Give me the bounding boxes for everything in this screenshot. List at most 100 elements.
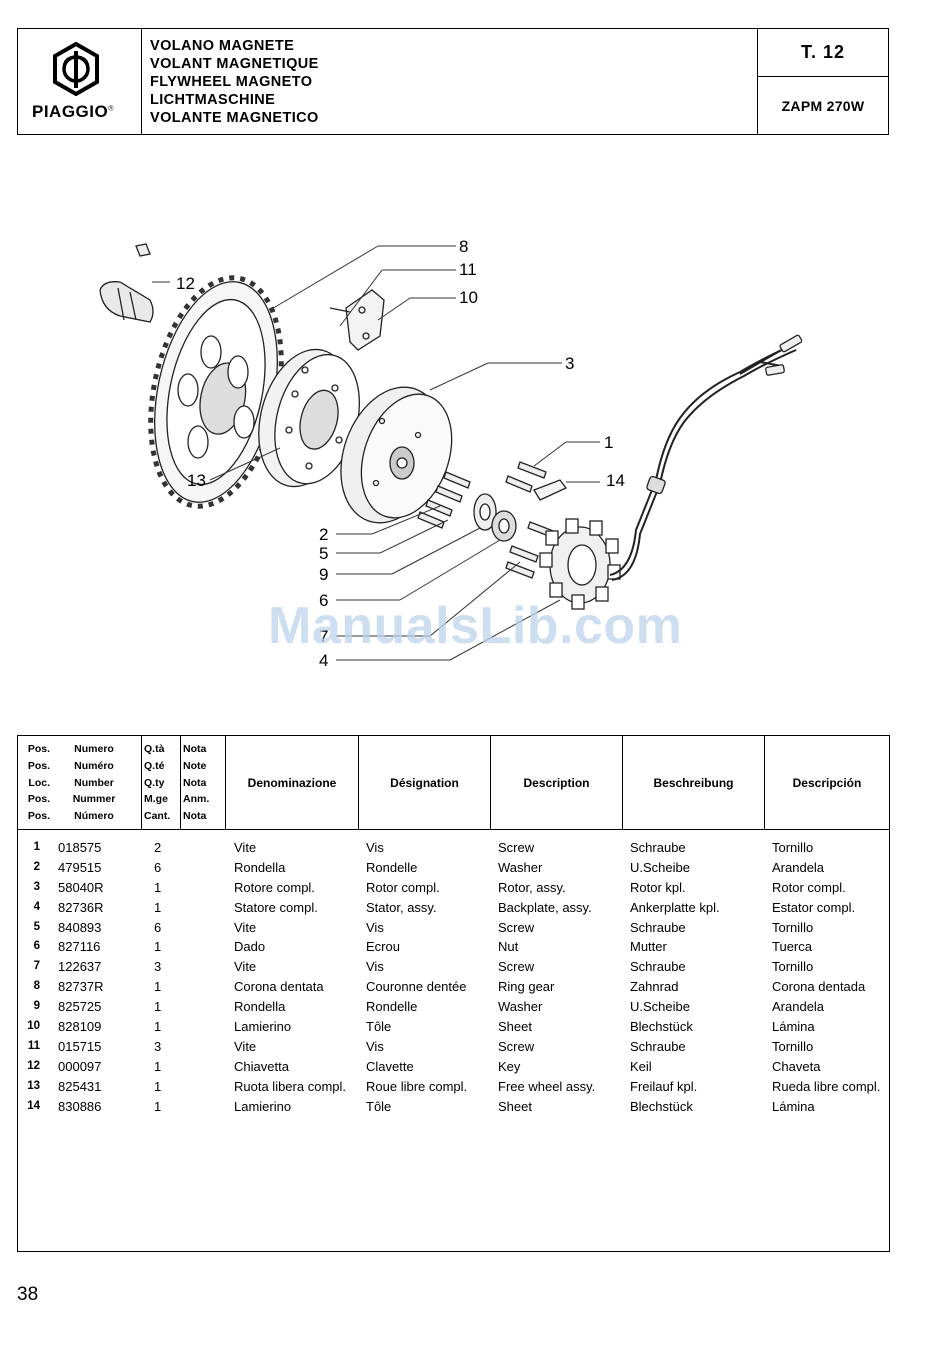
row-beschreibung: Zahnrad: [630, 979, 679, 995]
row-denominazione: Vite: [234, 959, 257, 975]
row-designation: Vis: [366, 840, 384, 855]
title-en: FLYWHEEL MAGNETO: [150, 74, 313, 90]
row-description: Free wheel assy.: [498, 1078, 596, 1094]
row-denominazione: Vite: [234, 919, 257, 935]
title-de: LICHTMASCHINE: [150, 92, 276, 108]
row-quantity: 1: [154, 1098, 162, 1114]
header-descripcion: Descripción: [792, 775, 862, 790]
row-pos: 14: [27, 1099, 40, 1112]
row-description: Rotor, assy.: [498, 879, 566, 895]
row-descripcion: Arandela: [772, 859, 825, 875]
row-designation: Vis: [366, 959, 384, 975]
title-block: VOLANO MAGNETE VOLANT MAGNETIQUE FLYWHEE…: [142, 29, 758, 134]
divider: [225, 736, 226, 829]
row-part-number: 825431: [58, 1078, 102, 1094]
row-beschreibung: Rotor kpl.: [630, 879, 686, 895]
row-beschreibung: Mutter: [630, 939, 667, 955]
row-pos: 13: [27, 1079, 40, 1092]
row-description: Screw: [498, 840, 535, 855]
row-description: Screw: [498, 959, 535, 975]
row-designation: Ecrou: [366, 939, 400, 955]
piaggio-logo-icon: [53, 42, 99, 96]
watermark: ManualsLib.com: [268, 597, 683, 655]
divider: [141, 736, 142, 829]
reference-block: T. 12 ZAPM 270W: [758, 29, 888, 134]
row-description: Screw: [498, 919, 535, 935]
row-quantity: 1: [154, 1058, 162, 1074]
row-beschreibung: U.Scheibe: [630, 859, 690, 875]
row-denominazione: Rotore compl.: [234, 879, 315, 895]
row-part-number: 58040R: [58, 879, 104, 895]
row-descripcion: Estator compl.: [772, 899, 856, 915]
logo-cell: PIAGGIO®: [18, 29, 142, 134]
header-pos: Pos.Pos.Loc.Pos.Pos.: [27, 743, 50, 823]
header-description: Description: [523, 775, 590, 790]
row-quantity: 6: [154, 919, 162, 935]
row-beschreibung: Schraube: [630, 1038, 686, 1054]
row-quantity: 1: [154, 999, 162, 1015]
row-beschreibung: Keil: [630, 1058, 652, 1074]
row-part-number: 000097: [58, 1058, 102, 1074]
row-description: Key: [498, 1058, 521, 1074]
row-designation: Tôle: [366, 1019, 392, 1035]
row-quantity: 3: [154, 959, 162, 975]
row-descripcion: Corona dentada: [772, 979, 866, 995]
row-quantity: 1: [154, 1019, 162, 1035]
row-designation: Rotor compl.: [366, 879, 440, 895]
row-denominazione: Vite: [234, 840, 257, 855]
callout-11: 11: [459, 260, 477, 279]
callout-4: 4: [319, 651, 328, 670]
row-descripcion: Rotor compl.: [772, 879, 846, 895]
row-denominazione: Statore compl.: [234, 899, 318, 915]
callout-6: 6: [319, 591, 328, 610]
header-beschreibung: Beschreibung: [653, 775, 734, 790]
header-denominazione: Denominazione: [247, 775, 337, 790]
row-denominazione: Lamierino: [234, 1098, 292, 1114]
row-pos: 2: [33, 860, 40, 873]
row-quantity: 1: [154, 939, 162, 955]
row-quantity: 3: [154, 1038, 162, 1054]
row-description: Sheet: [498, 1098, 532, 1114]
callout-8: 8: [459, 237, 468, 256]
row-denominazione: Rondella: [234, 999, 286, 1015]
divider: [180, 736, 181, 829]
row-descripcion: Tornillo: [772, 959, 814, 975]
callout-13: 13: [187, 471, 206, 490]
row-part-number: 840893: [58, 919, 102, 935]
row-quantity: 2: [154, 840, 162, 855]
row-part-number: 479515: [58, 859, 102, 875]
row-denominazione: Ruota libera compl.: [234, 1078, 346, 1094]
model-code: ZAPM 270W: [781, 97, 865, 114]
row-part-number: 82736R: [58, 899, 104, 915]
page-header: PIAGGIO® VOLANO MAGNETE VOLANT MAGNETIQU…: [17, 28, 889, 135]
row-pos: 4: [33, 900, 40, 913]
table-row: 13 825431 1 Ruota libera compl. Roue libre c…: [18, 1079, 889, 1099]
row-part-number: 830886: [58, 1098, 102, 1114]
row-part-number: 015715: [58, 1038, 102, 1054]
callout-12: 12: [176, 274, 195, 293]
row-designation: Stator, assy.: [366, 899, 437, 915]
callout-1: 1: [604, 433, 613, 452]
row-part-number: 122637: [58, 959, 102, 975]
header-designation: Désignation: [390, 775, 459, 790]
callout-14: 14: [606, 471, 625, 490]
row-designation: Roue libre compl.: [366, 1078, 468, 1094]
divider: [490, 736, 491, 829]
callout-9: 9: [319, 565, 328, 584]
row-pos: 6: [33, 940, 40, 953]
row-descripcion: Chaveta: [772, 1058, 821, 1074]
row-quantity: 1: [154, 1078, 162, 1094]
table-reference: T. 12: [758, 29, 888, 77]
row-beschreibung: Schraube: [630, 840, 686, 855]
